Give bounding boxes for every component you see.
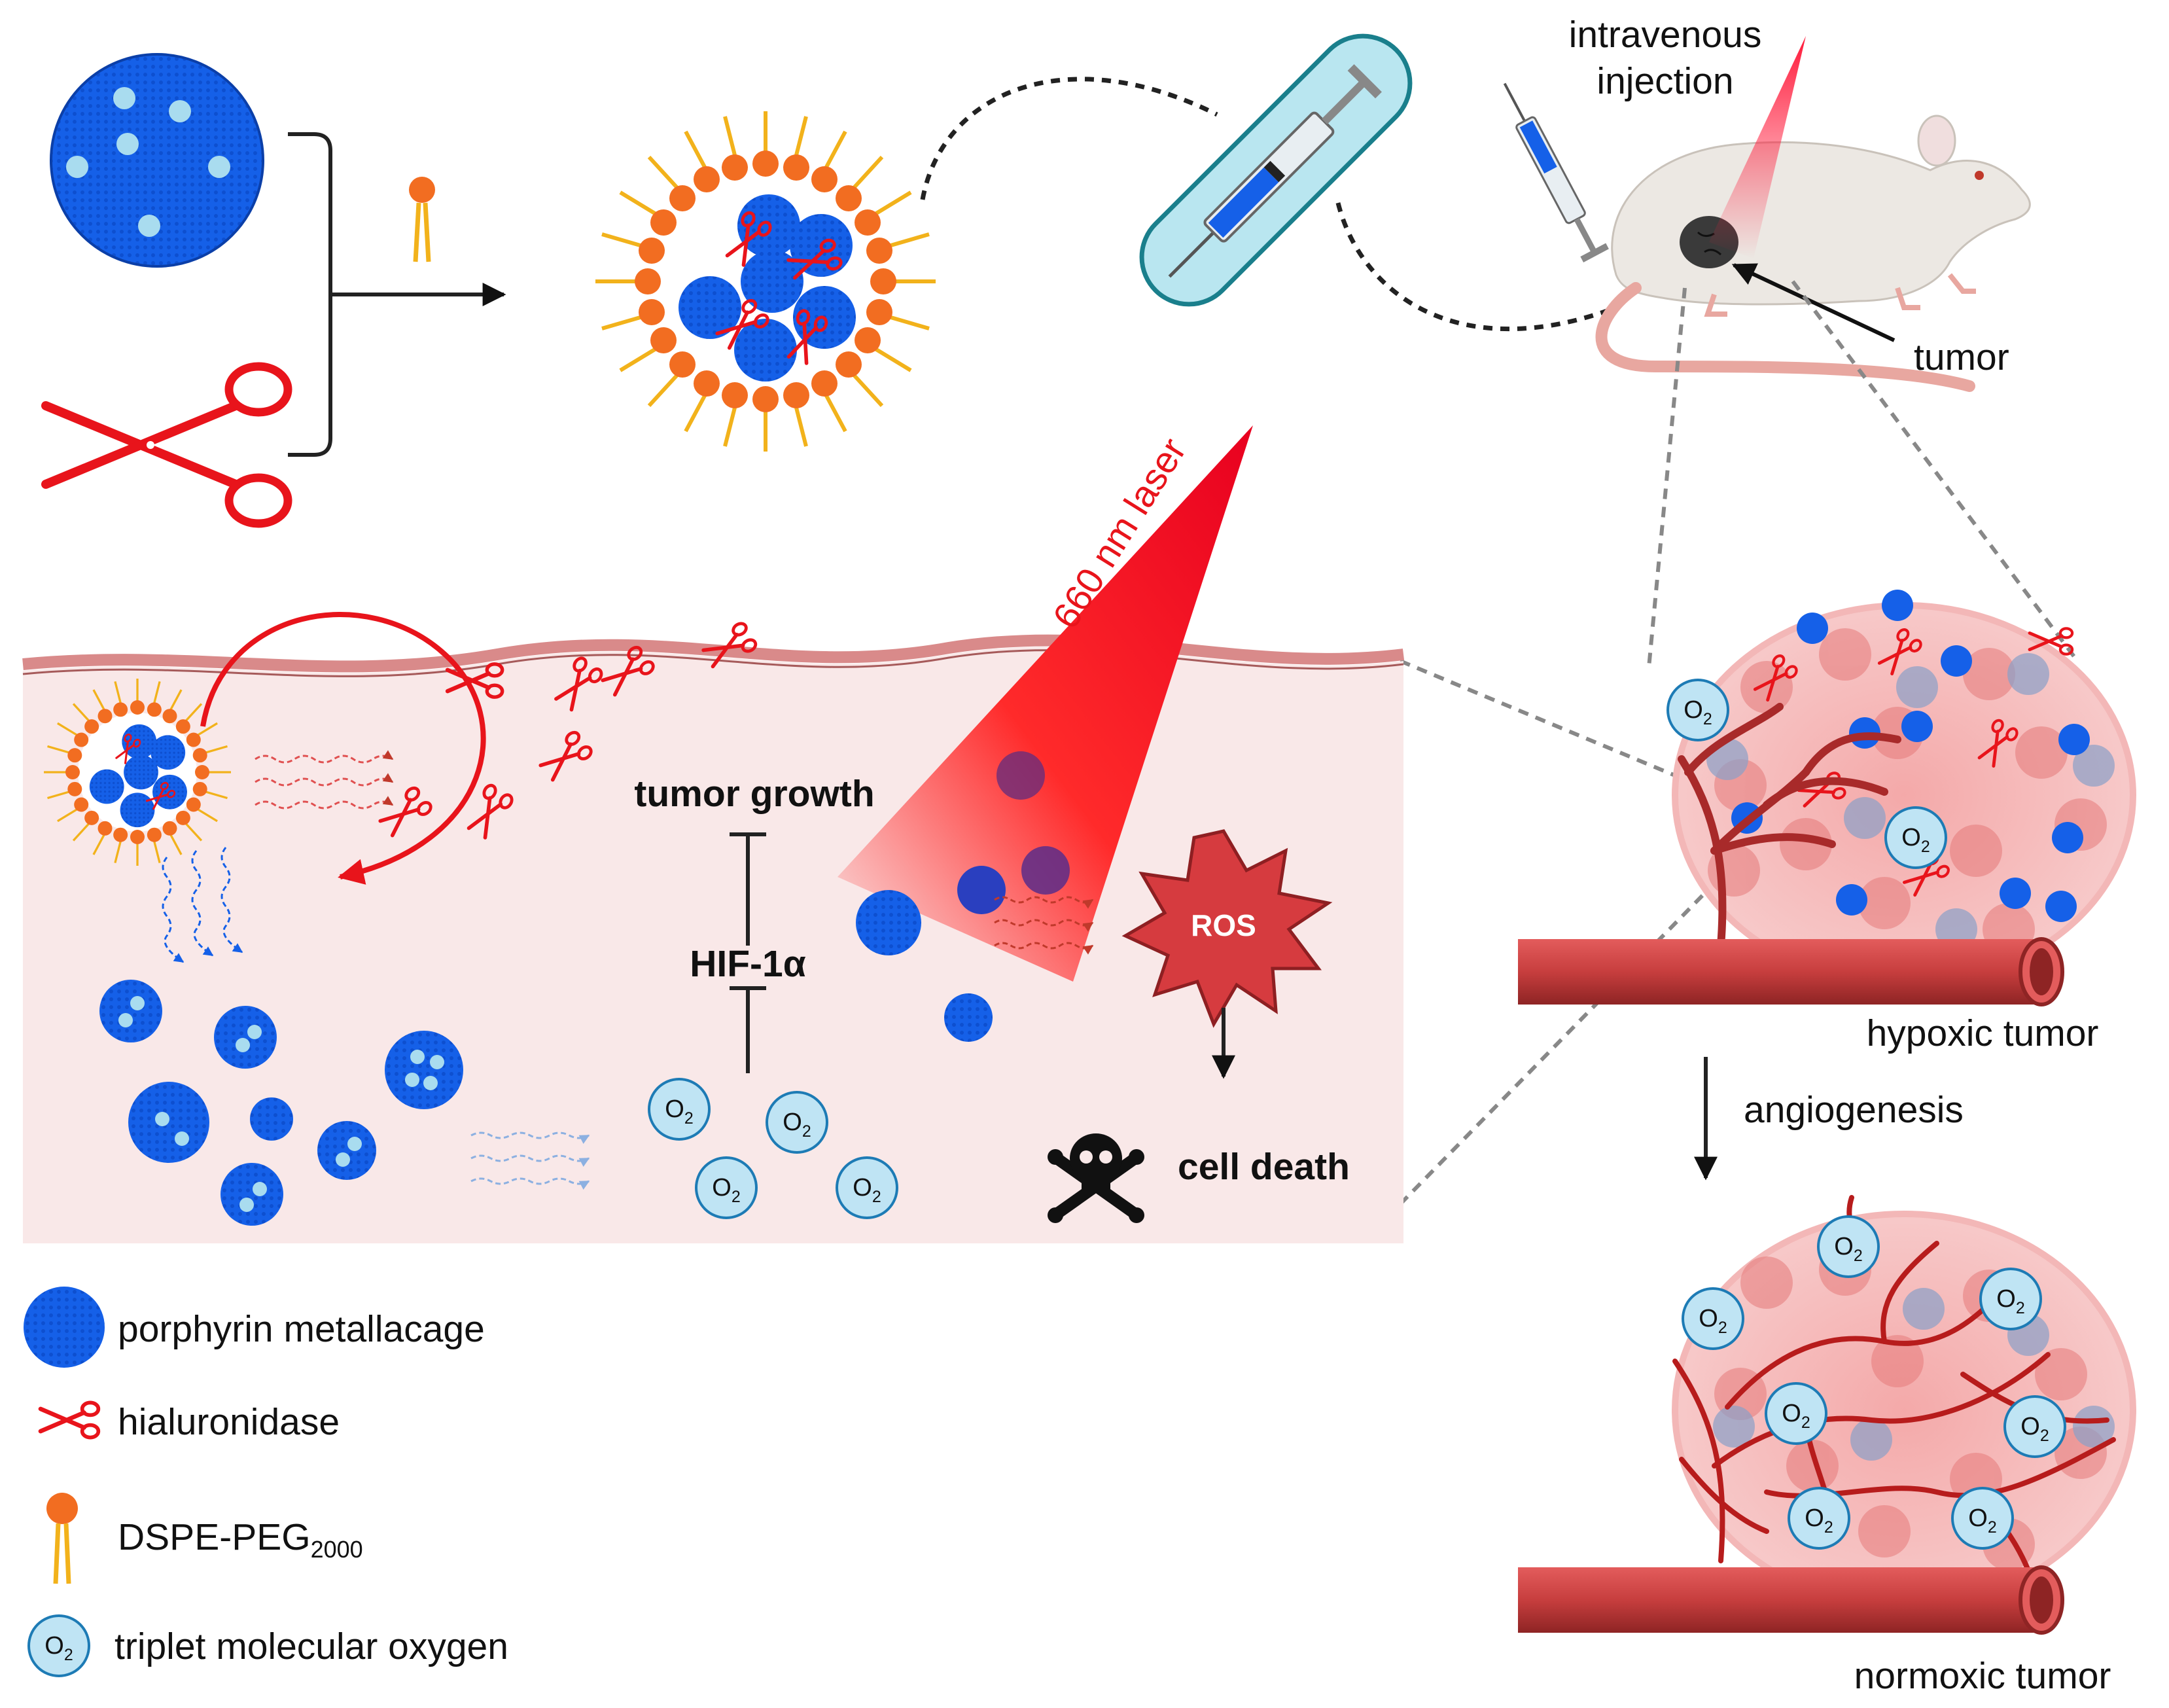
- scissors-large-icon: [41, 362, 292, 528]
- svg-text:O2: O2: [44, 1632, 73, 1664]
- syringe-icon: [1168, 64, 1382, 278]
- lipid-icon: [46, 1493, 78, 1584]
- svg-text:O2: O2: [1699, 1305, 1727, 1337]
- svg-text:O2: O2: [712, 1174, 740, 1206]
- svg-text:porphyrin metallacage: porphyrin metallacage: [118, 1308, 485, 1350]
- ros-label: ROS: [1191, 908, 1256, 942]
- dotted-connector: [920, 77, 1617, 332]
- metallacage-large-icon: [50, 53, 264, 268]
- svg-text:O2: O2: [1684, 696, 1712, 728]
- angiogenesis-label: angiogenesis: [1744, 1089, 1964, 1131]
- legend: porphyrin metallacage hialuronidase DSPE…: [24, 1287, 508, 1677]
- svg-text:triplet molecular oxygen: triplet molecular oxygen: [115, 1626, 508, 1667]
- ros-burst-icon: [1121, 829, 1333, 1028]
- normoxic-tumor-icon: [1672, 1195, 2136, 1610]
- scissors-icon: [41, 1402, 98, 1437]
- svg-text:O2: O2: [783, 1109, 811, 1141]
- svg-text:O2: O2: [1782, 1400, 1810, 1432]
- lipid-icon: [409, 177, 435, 262]
- normoxic-tumor-label: normoxic tumor: [1854, 1655, 2111, 1697]
- svg-text:O2: O2: [665, 1095, 693, 1128]
- hif-label: HIF-1α: [690, 943, 806, 985]
- injection-label-line2: injection: [1596, 60, 1733, 102]
- nanoparticle-large-icon: [595, 111, 936, 452]
- skull-crossbones-icon: [1048, 1133, 1144, 1223]
- inhibition-pathway: [730, 832, 766, 1073]
- svg-text:O2: O2: [1834, 1233, 1862, 1265]
- svg-text:O2: O2: [1996, 1285, 2024, 1317]
- legend-item-dspe: DSPE-PEG2000: [46, 1493, 363, 1584]
- zoom-lines: [1398, 280, 2079, 1206]
- nanoparticle-small-icon: [43, 677, 232, 867]
- release-arrows-blue: [162, 847, 243, 963]
- svg-text:O2: O2: [1901, 824, 1930, 856]
- svg-text:O2: O2: [853, 1174, 881, 1206]
- oxygen-bubbles-normoxic: O2 O2 O2 O2 O2 O2 O2: [1682, 1215, 2066, 1550]
- hypoxic-tumor-icon: [1672, 590, 2136, 988]
- svg-text:O2: O2: [1968, 1504, 1996, 1537]
- ros-emission-arrows: [994, 896, 1094, 955]
- svg-text:O2: O2: [1805, 1504, 1833, 1537]
- svg-text:O2: O2: [2020, 1413, 2049, 1445]
- svg-text:DSPE-PEG2000: DSPE-PEG2000: [118, 1516, 363, 1563]
- blood-vessel: [1518, 937, 2064, 1006]
- combine-bracket: [288, 132, 506, 457]
- oxygen-bubble-hypoxic: O2: [1884, 806, 1947, 869]
- legend-item-oxygen: O2 triplet molecular oxygen: [27, 1614, 508, 1677]
- tumor-pointer-arrow: [1731, 263, 1896, 342]
- hypoxic-tumor-label: hypoxic tumor: [1867, 1012, 2099, 1054]
- legend-item-metallacage: porphyrin metallacage: [24, 1287, 485, 1368]
- laser-beam: [838, 425, 1253, 982]
- release-arrow: [200, 612, 486, 885]
- oxygen-bubble-hypoxic: O2: [1666, 679, 1729, 741]
- blood-vessel: [1518, 1565, 2064, 1635]
- emission-arrows-red: [255, 750, 394, 810]
- tumor-label: tumor: [1914, 336, 2009, 378]
- oxygen-bubbles-panel: O2 O2 O2 O2: [648, 1078, 898, 1219]
- oxygen-generation-arrows: [470, 1131, 590, 1190]
- svg-text:hialuronidase: hialuronidase: [118, 1401, 340, 1443]
- oxygen-icon: O2: [27, 1614, 90, 1677]
- released-metallacages: [99, 980, 463, 1226]
- syringe-icon: [1503, 82, 1609, 263]
- metallacage-icon: [24, 1287, 105, 1368]
- laser-beam-mouse: [1709, 36, 1806, 258]
- injection-label-line1: intravenous: [1569, 14, 1762, 56]
- cell-death-label: cell death: [1178, 1146, 1350, 1188]
- tumor-growth-label: tumor growth: [634, 773, 874, 815]
- photosensitizers-in-laser: [856, 751, 1070, 1042]
- syringe-capsule-icon: [1139, 33, 1413, 307]
- legend-item-hyaluronidase: hialuronidase: [41, 1401, 340, 1443]
